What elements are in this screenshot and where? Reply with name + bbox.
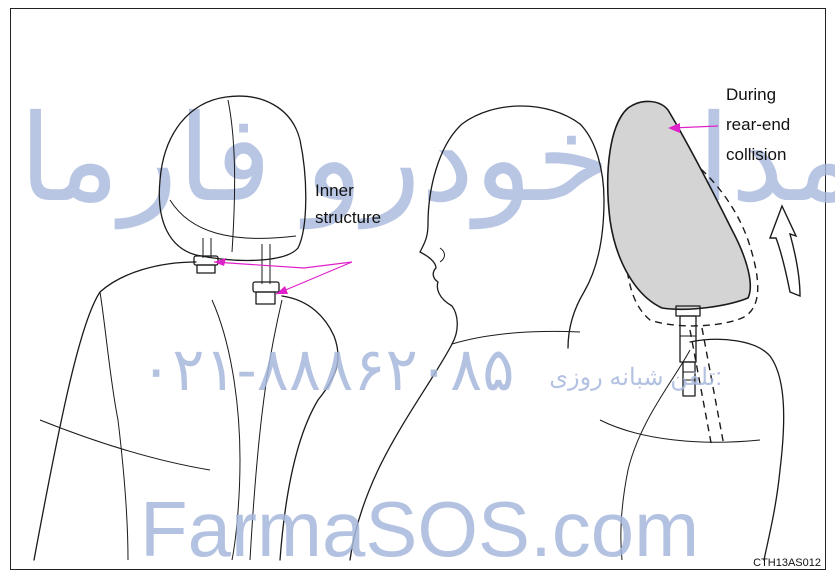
- watermark-phone: ۰۲۱-۸۸۸۶۲۰۸۵: [140, 336, 514, 403]
- inner-structure-leader-1: [214, 262, 352, 268]
- left-headrest-lock-rear: [253, 282, 279, 292]
- left-headrest-post-rear: [262, 244, 270, 284]
- watermark-site: FarmaSOS.com: [140, 485, 699, 573]
- label-structure: structure: [315, 208, 381, 227]
- watermark-phone-caption: تلفن شبانه روزی:: [549, 364, 722, 391]
- label-inner: Inner: [315, 181, 354, 200]
- label-during: During: [726, 85, 776, 104]
- label-rear-end: rear-end: [726, 115, 790, 134]
- figure-code: CTH13AS012: [753, 557, 821, 569]
- left-headrest-lock-rear-lower: [256, 292, 275, 304]
- left-headrest-lock-front-lower: [197, 265, 215, 273]
- headrest-collision-post: [680, 316, 696, 362]
- left-headrest-post-front: [203, 238, 211, 258]
- label-collision: collision: [726, 145, 786, 164]
